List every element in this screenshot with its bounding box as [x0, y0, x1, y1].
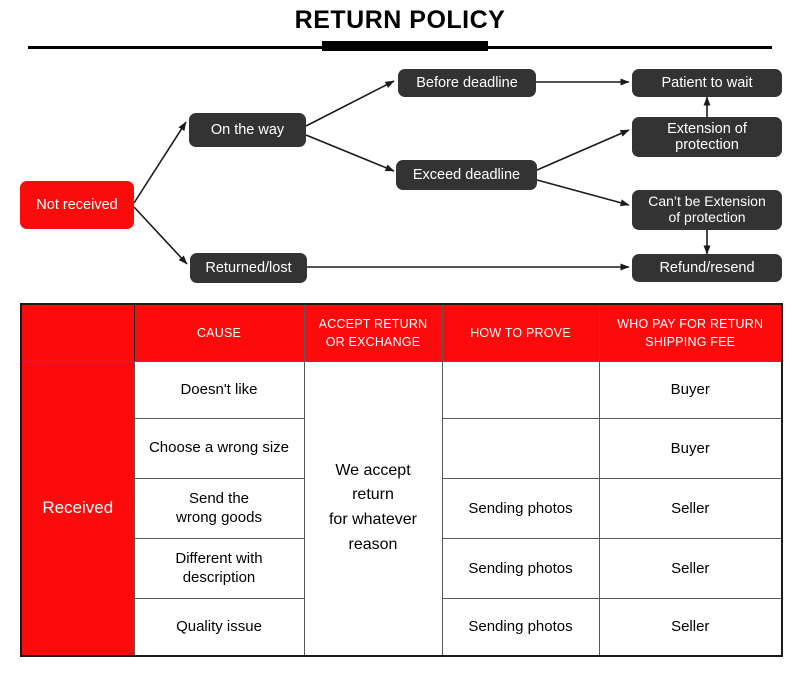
cell-how-to-prove: Sending photos [441, 537, 600, 599]
cell-cause: Send the wrong goods [133, 477, 305, 539]
cell-cause: Doesn't like [133, 360, 305, 419]
cell-who-pays: Seller [598, 477, 783, 539]
flow-node-not-received[interactable]: Not received [20, 181, 134, 229]
flow-node-before-deadline[interactable]: Before deadline [398, 69, 536, 97]
cause-line1: Doesn't like [180, 380, 258, 398]
flow-node-refund-resend[interactable]: Refund/resend [632, 254, 782, 282]
header-line2: OR EXCHANGE [325, 334, 421, 349]
table-header-row: CAUSE ACCEPT RETURN OR EXCHANGE HOW TO P… [20, 303, 783, 362]
return-flowchart: Not received On the way Returned/lost Be… [0, 0, 800, 295]
header-line2: SHIPPING FEE [645, 334, 736, 349]
flow-node-label: Before deadline [416, 74, 518, 91]
cell-how-to-prove [441, 417, 600, 479]
flow-node-label: Exceed deadline [412, 166, 521, 183]
flow-node-exceed-deadline[interactable]: Exceed deadline [396, 160, 537, 190]
table-header-who-pay-for-return-shipping-fee: WHO PAY FOR RETURN SHIPPING FEE [598, 303, 783, 362]
flow-node-label: Patient to wait [661, 74, 753, 91]
flow-node-label-line1: Can’t be Extension [648, 193, 766, 210]
flow-node-on-the-way[interactable]: On the way [189, 113, 306, 147]
table-row: Send the wrong goods Sending photos Sell… [21, 477, 783, 539]
flow-node-label-line2: of protection [668, 209, 746, 225]
flowchart-connectors [133, 78, 711, 271]
cell-how-to-prove [441, 360, 600, 419]
cell-how-to-prove: Sending photos [441, 597, 600, 657]
flow-node-label: Returned/lost [205, 259, 292, 276]
table-header-blank [20, 303, 135, 362]
cause-line2: description [182, 569, 256, 586]
table-row: Choose a wrong size Buyer [21, 417, 783, 479]
table-header-how-to-prove: HOW TO PROVE [441, 303, 600, 362]
flow-node-cant-be-extension-of-protection[interactable]: Can’t be Extension of protection [632, 190, 782, 230]
accept-line3: for whatever [328, 511, 418, 529]
flow-node-label: Not received [36, 196, 118, 213]
cause-line1: Different with [175, 549, 263, 567]
flow-node-patient-to-wait[interactable]: Patient to wait [632, 69, 782, 97]
cell-who-pays: Seller [598, 537, 783, 599]
flow-node-extension-of-protection[interactable]: Extension of protection [632, 117, 782, 157]
accept-line2: return [352, 486, 394, 504]
row-group-received: Received [20, 360, 135, 657]
table-header-cause: CAUSE [133, 303, 305, 362]
title-divider-accent [322, 41, 488, 51]
table-header-accept-return-or-exchange: ACCEPT RETURN OR EXCHANGE [303, 303, 443, 362]
cell-cause: Quality issue [133, 597, 305, 657]
flow-node-label-line1: Extension of [667, 120, 747, 137]
flow-node-label: Refund/resend [659, 259, 755, 276]
cell-cause: Choose a wrong size [133, 417, 305, 479]
return-policy-table: CAUSE ACCEPT RETURN OR EXCHANGE HOW TO P… [20, 303, 783, 657]
table-row: Received Doesn't like We accept return f… [20, 360, 783, 657]
cell-cause: Different with description [133, 537, 305, 599]
cell-who-pays: Buyer [598, 417, 783, 479]
cell-accept-return: We accept return for whatever reason [303, 360, 443, 657]
flow-node-returned-lost[interactable]: Returned/lost [190, 253, 307, 283]
flow-node-label-line2: protection [675, 137, 739, 153]
table-row: Quality issue Sending photos Seller [21, 597, 783, 657]
flow-node-label: On the way [210, 121, 285, 138]
accept-line4: reason [348, 536, 398, 554]
cause-line2: wrong goods [176, 509, 262, 526]
cause-line1: Choose a wrong size [148, 439, 290, 457]
cell-who-pays: Seller [598, 597, 783, 657]
cause-line1: Send the [188, 489, 250, 507]
accept-line1: We accept [335, 461, 411, 479]
cell-how-to-prove: Sending photos [441, 477, 600, 539]
cell-who-pays: Buyer [598, 360, 783, 419]
header-line1: WHO PAY FOR RETURN [617, 316, 764, 331]
cause-line1: Quality issue [176, 618, 262, 635]
header-line1: ACCEPT RETURN [318, 316, 428, 331]
page-title: RETURN POLICY [294, 6, 506, 34]
